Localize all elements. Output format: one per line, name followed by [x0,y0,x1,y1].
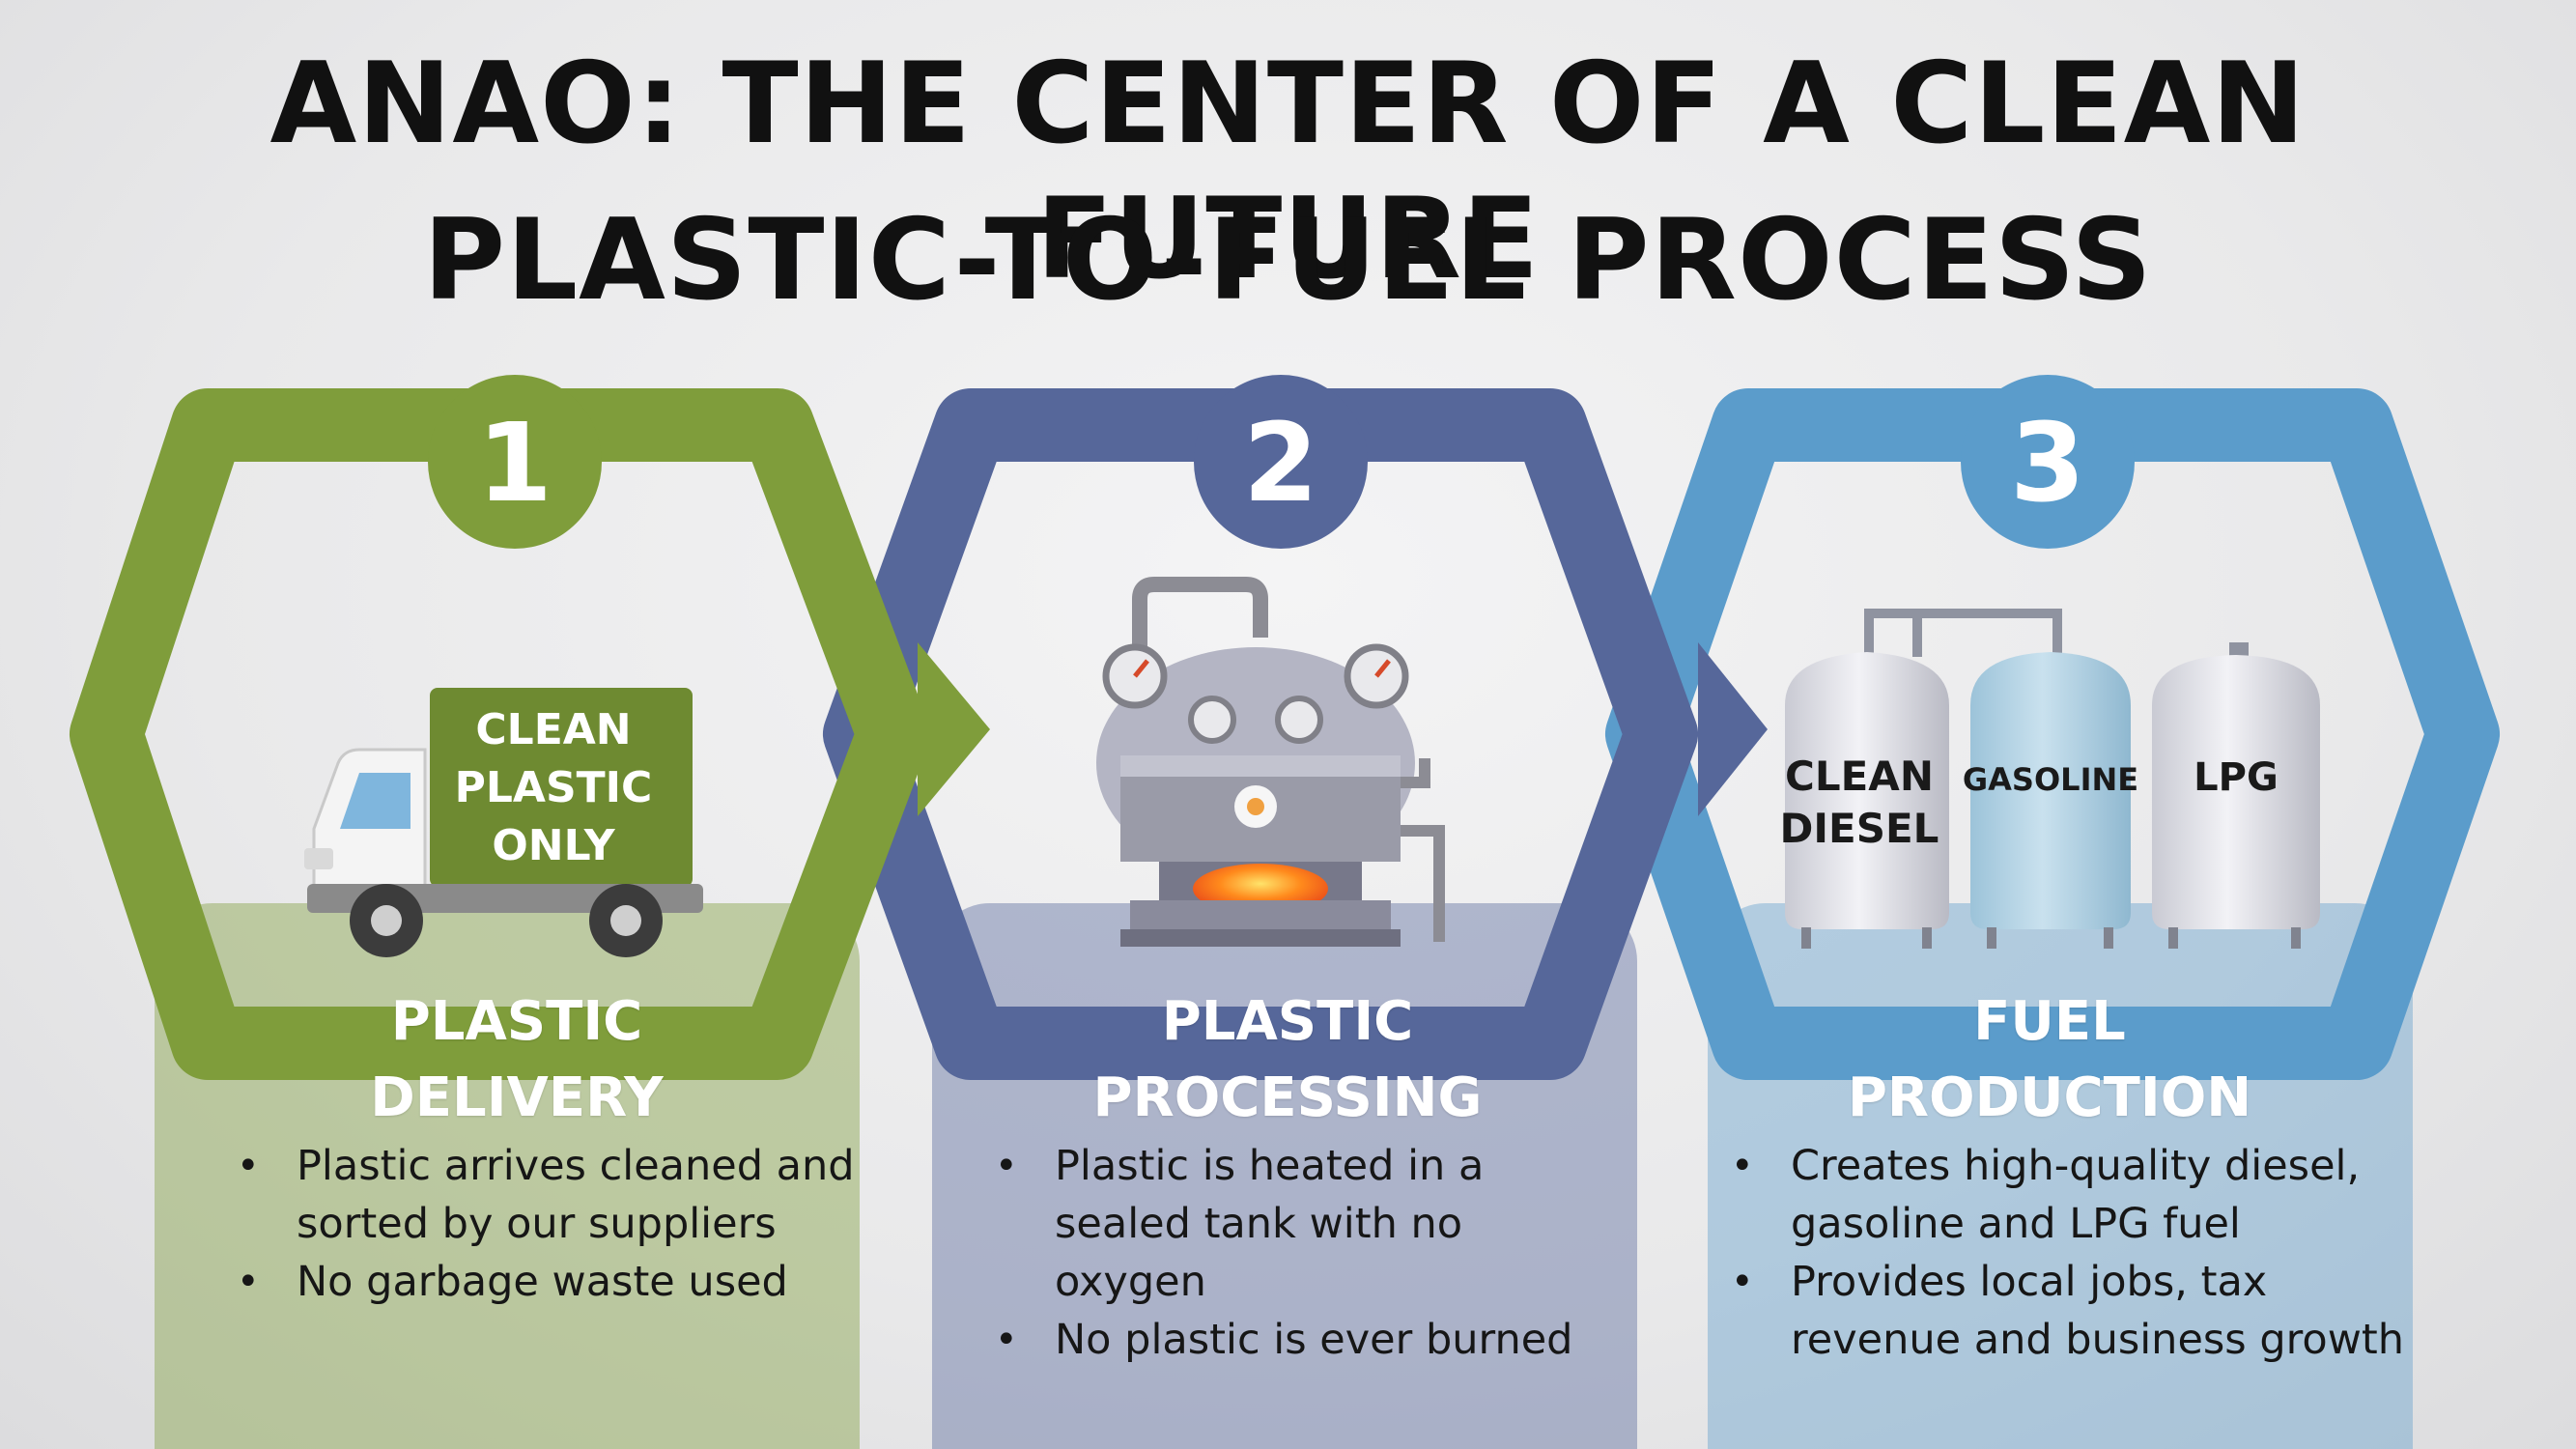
step-2-bullet-1: Plastic is heated in a sealed tank with … [995,1137,1613,1311]
tank-label-diesel: DIESEL [1780,805,1939,852]
step-1-bullet-2: No garbage waste used [237,1253,855,1311]
step-2-bullet-2: No plastic is ever burned [995,1311,1613,1369]
tank-label-gasoline: GASOLINE [1963,761,2138,798]
step-2-number-badge: 2 [1194,375,1368,549]
step-1-bullet-1: Plastic arrives cleaned and sorted by ou… [237,1137,855,1253]
step-2-bullet-list: Plastic is heated in a sealed tank with … [995,1137,1613,1369]
step-2-number: 2 [1243,401,1318,526]
step-3-heading-line-2: PRODUCTION [1847,1066,2252,1129]
truck-label-line-3: ONLY [492,821,615,870]
step-3-number: 3 [2010,401,2085,526]
step-2-heading-line-1: PLASTIC [1161,990,1414,1053]
reactor-tank-icon [1096,577,1445,947]
step-3-heading-line-1: FUEL [1973,990,2126,1053]
lpg-tank: LPG [2152,655,2320,949]
step-2-heading-line-2: PROCESSING [1092,1066,1483,1129]
truck-label-line-1: CLEAN [475,705,631,754]
tank-label-lpg: LPG [2194,755,2279,800]
gasoline-tank: GASOLINE [1963,652,2138,949]
title-line-1: ANAO: THE CENTER OF A CLEAN FUTURE [269,39,2307,304]
tank-label-clean: CLEAN [1785,753,1934,800]
fuel-tanks-icon: CLEAN DIESEL GASOLINE LPG [1780,609,2320,949]
arrow-2-to-3-icon [1698,642,1768,816]
step-1-hexagon [70,388,990,1080]
diesel-tank: CLEAN DIESEL [1780,652,1949,949]
step-3-number-badge: 3 [1961,375,2135,549]
truck-label-line-2: PLASTIC [455,763,653,812]
step-1-heading-line-1: PLASTIC [390,990,643,1053]
delivery-truck-icon: CLEAN PLASTIC ONLY [304,688,703,957]
step-3-bullet-2: Provides local jobs, tax revenue and bus… [1731,1253,2407,1369]
step-1-number: 1 [477,401,552,526]
title-line-2: PLASTIC-TO-FUEL PROCESS [423,195,2153,326]
step-3-bullet-list: Creates high-quality diesel, gasoline an… [1731,1137,2407,1369]
arrow-1-to-2-icon [918,642,990,816]
step-1-number-badge: 1 [428,375,602,549]
step-3-bullet-1: Creates high-quality diesel, gasoline an… [1731,1137,2407,1253]
step-1-bullet-list: Plastic arrives cleaned and sorted by ou… [237,1137,855,1311]
step-1-heading-line-2: DELIVERY [370,1066,664,1129]
